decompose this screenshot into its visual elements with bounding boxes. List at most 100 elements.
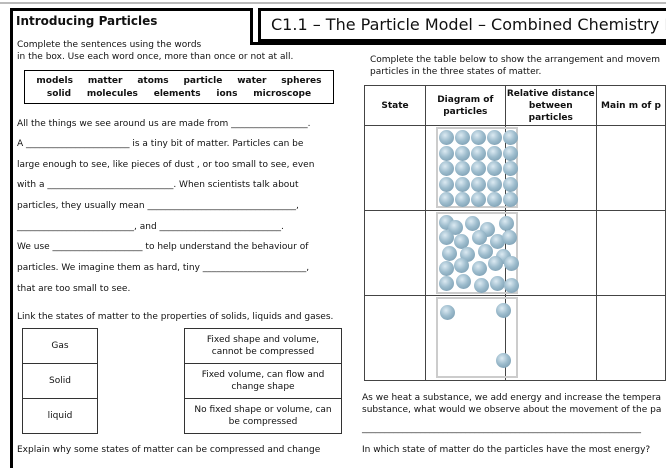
property-box[interactable]: Fixed shape and volume, cannot be compre…	[184, 328, 342, 364]
particle	[456, 274, 471, 289]
gas-diagram	[436, 297, 518, 378]
answer-line[interactable]: ________________________________________…	[362, 424, 641, 434]
fill-in-sentence[interactable]: We use ____________________ to help unde…	[17, 242, 309, 252]
diagram-cell	[425, 295, 506, 381]
state-box[interactable]: liquid	[22, 398, 98, 434]
particle	[439, 261, 454, 276]
instruction-line: Complete the sentences using the words	[17, 40, 202, 50]
header-state: State	[363, 85, 427, 126]
answer-cell[interactable]	[504, 295, 597, 381]
section-heading: Introducing Particles	[16, 14, 158, 28]
header-diagram: Diagram of particles	[425, 85, 506, 126]
particle	[499, 216, 514, 231]
panel-border	[250, 8, 253, 44]
property-box[interactable]: Fixed volume, can flow and change shape	[184, 363, 342, 399]
panel-border	[250, 42, 666, 45]
particle	[496, 303, 511, 318]
particle	[455, 145, 470, 161]
fill-in-sentence[interactable]: A _______________________ is a tiny bit …	[17, 139, 304, 149]
word-bank-item: models	[36, 76, 73, 86]
property-box[interactable]: No fixed shape or volume, can be compres…	[184, 398, 342, 434]
liquid-diagram	[436, 212, 519, 294]
particle	[487, 192, 502, 207]
particle	[455, 192, 470, 207]
particle	[455, 176, 470, 192]
particle	[487, 130, 502, 145]
particle	[472, 261, 487, 276]
answer-cell[interactable]	[504, 125, 597, 211]
particle	[490, 276, 505, 291]
header-distance: Relative distance between particles	[504, 85, 597, 126]
state-box[interactable]: Solid	[22, 363, 98, 399]
particle	[487, 145, 502, 161]
state-box[interactable]: Gas	[22, 328, 98, 364]
particle	[471, 192, 486, 207]
solid-diagram	[436, 127, 518, 208]
explain-question: Explain why some states of matter can be…	[17, 445, 321, 455]
answer-cell[interactable]	[363, 125, 427, 211]
particle	[454, 234, 469, 249]
word-bank-item: elements	[153, 89, 201, 99]
particle	[439, 176, 454, 192]
panel-border	[10, 8, 13, 468]
particle	[487, 176, 502, 192]
particle	[487, 161, 502, 176]
particle	[439, 192, 454, 207]
instruction-line: in the box. Use each word once, more tha…	[17, 52, 294, 62]
particle	[471, 145, 486, 161]
link-instruction: Link the states of matter to the propert…	[17, 312, 334, 322]
word-bank-item: molecules	[86, 89, 138, 99]
fill-in-sentence[interactable]: __________________________, and ________…	[17, 222, 284, 232]
answer-cell[interactable]	[363, 295, 427, 381]
particle	[439, 145, 454, 161]
energy-question: In which state of matter do the particle…	[362, 445, 651, 455]
table-instruction: Complete the table below to show the arr…	[370, 55, 660, 65]
particle	[504, 278, 519, 293]
fill-in-sentence[interactable]: large enough to see, like pieces of dust…	[17, 160, 315, 170]
heat-question: As we heat a substance, we add energy an…	[362, 393, 662, 403]
fill-in-sentence[interactable]: with a ____________________________. Whe…	[17, 180, 299, 190]
table-instruction: particles in the three states of matter.	[370, 67, 542, 77]
word-bank-item: microscope	[253, 89, 312, 99]
answer-cell[interactable]	[363, 210, 427, 296]
particle	[471, 176, 486, 192]
particle	[455, 130, 470, 145]
particle	[503, 161, 518, 176]
particle	[474, 278, 489, 293]
particle	[454, 258, 469, 273]
particle	[496, 353, 511, 368]
particle	[503, 176, 518, 192]
particle	[490, 234, 505, 249]
answer-cell[interactable]	[595, 295, 666, 381]
heat-question: substance, what would we observe about t…	[362, 405, 662, 415]
particle	[442, 246, 457, 261]
particle	[440, 305, 455, 320]
fill-in-sentence[interactable]: particles. We imagine them as hard, tiny…	[17, 263, 310, 273]
particle	[502, 230, 517, 245]
particle	[439, 130, 454, 145]
word-bank-item: water	[237, 76, 267, 86]
header-movement: Main m of p	[595, 85, 666, 126]
word-bank-item: spheres	[281, 76, 322, 86]
particle	[504, 256, 519, 271]
answer-cell[interactable]	[595, 125, 666, 211]
particle	[503, 145, 518, 161]
particle	[439, 161, 454, 176]
particle	[478, 244, 493, 259]
word-bank-item: solid	[46, 89, 72, 99]
fill-in-sentence[interactable]: All the things we see around us are made…	[17, 119, 311, 129]
fill-in-sentence[interactable]: particles, they usually mean ___________…	[17, 201, 299, 211]
particle	[472, 230, 487, 245]
answer-cell[interactable]	[595, 210, 666, 296]
particle	[471, 161, 486, 176]
title-box: C1.1 – The Particle Model – Combined Che…	[258, 8, 666, 42]
fill-in-sentence[interactable]: that are too small to see.	[17, 284, 131, 294]
word-bank-item: ions	[216, 89, 238, 99]
word-bank-item: matter	[87, 76, 123, 86]
particle	[465, 216, 480, 231]
page-title: C1.1 – The Particle Model – Combined Che…	[271, 15, 666, 34]
particle	[488, 256, 503, 271]
particle	[471, 130, 486, 145]
word-bank-item: atoms	[137, 76, 169, 86]
